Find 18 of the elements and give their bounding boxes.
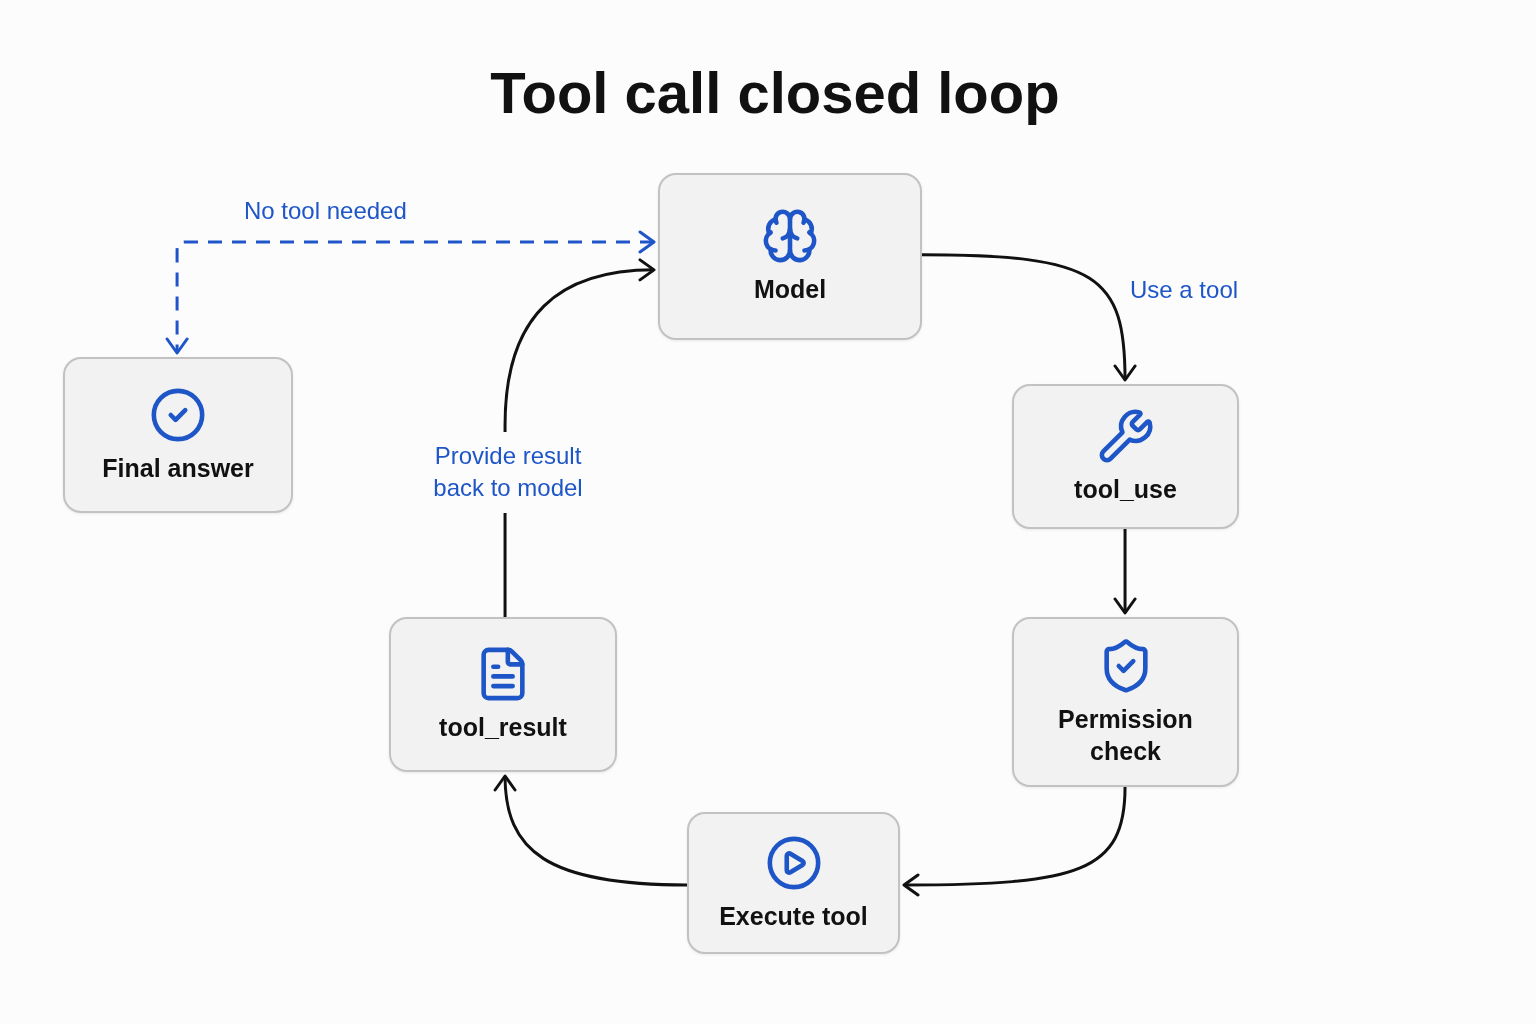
dashed-arrow xyxy=(165,230,656,355)
title: Tool call closed loop xyxy=(489,59,1060,127)
node-label: tool_result xyxy=(439,712,567,744)
arrow xyxy=(922,253,1137,382)
node-label: Execute tool xyxy=(719,900,868,932)
process-box xyxy=(1012,617,1239,787)
process-box xyxy=(389,617,617,772)
node-label: Model xyxy=(753,274,827,306)
arrow xyxy=(494,774,688,887)
node-label: Permission check xyxy=(1057,703,1194,767)
arrow xyxy=(1113,529,1137,615)
node-label: tool_use xyxy=(1074,474,1177,506)
process-box xyxy=(658,173,922,340)
process-box xyxy=(1012,384,1239,529)
arrow xyxy=(902,786,1127,897)
node-label: Final answer xyxy=(102,452,254,484)
process-box xyxy=(687,812,900,954)
process-box xyxy=(63,357,293,513)
